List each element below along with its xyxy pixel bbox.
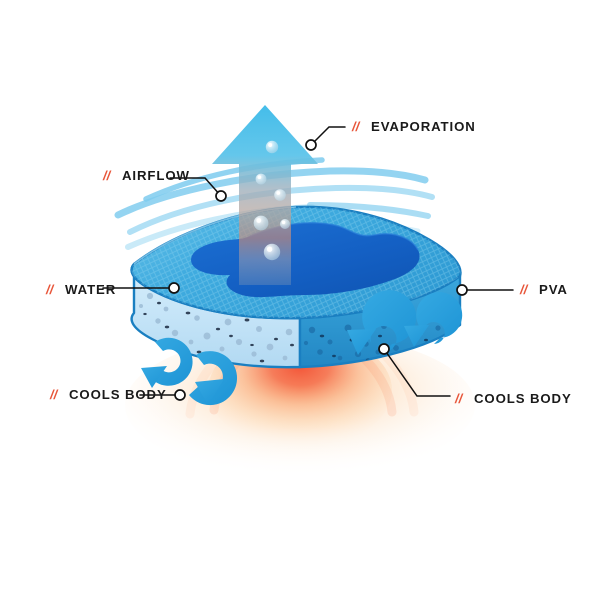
callout-slashes-airflow: // [102, 168, 112, 183]
swirl-arrow-right [347, 290, 417, 355]
cooling-swirl-arrows [141, 290, 463, 406]
callout-water: // WATER [45, 282, 116, 297]
swirl-arrow-left-outer [141, 337, 193, 388]
callout-labels: // EVAPORATION // AIRFLOW // WATER // PV… [45, 119, 572, 406]
callout-airflow: // AIRFLOW [102, 168, 190, 183]
leader-dot-cools-body-left [174, 389, 186, 401]
callout-label-cools-body-right: COOLS BODY [474, 391, 572, 406]
callout-slashes-evaporation: // [351, 119, 361, 134]
evaporation-arrow [212, 105, 318, 285]
leader-dot-cools-body-right [378, 343, 390, 355]
callout-label-water: WATER [65, 282, 116, 297]
swirl-arrow-left [189, 351, 238, 406]
callout-slashes-cools-body-left: // [49, 387, 59, 402]
leader-airflow [169, 177, 222, 197]
leader-dot-water [168, 282, 180, 294]
leader-evaporation [310, 126, 346, 146]
leader-cools-body-right [383, 348, 451, 397]
callout-slashes-water: // [45, 282, 55, 297]
callout-slashes-pva: // [519, 282, 529, 297]
callout-leaders [102, 126, 514, 401]
callout-cools-body-right: // COOLS BODY [454, 391, 572, 406]
leader-dot-evaporation [305, 139, 317, 151]
callout-cools-body-left: // COOLS BODY [49, 387, 167, 402]
callout-pva: // PVA [519, 282, 568, 297]
callout-label-airflow: AIRFLOW [122, 168, 190, 183]
callout-label-pva: PVA [539, 282, 568, 297]
leader-dot-pva [456, 284, 468, 296]
callout-label-cools-body-left: COOLS BODY [69, 387, 167, 402]
swirl-arrow-right-outer [404, 292, 463, 347]
leader-dot-airflow [215, 190, 227, 202]
callout-slashes-cools-body-right: // [454, 391, 464, 406]
vapour-bubbles [253, 140, 290, 261]
callout-evaporation: // EVAPORATION [351, 119, 476, 134]
callout-label-evaporation: EVAPORATION [371, 119, 476, 134]
